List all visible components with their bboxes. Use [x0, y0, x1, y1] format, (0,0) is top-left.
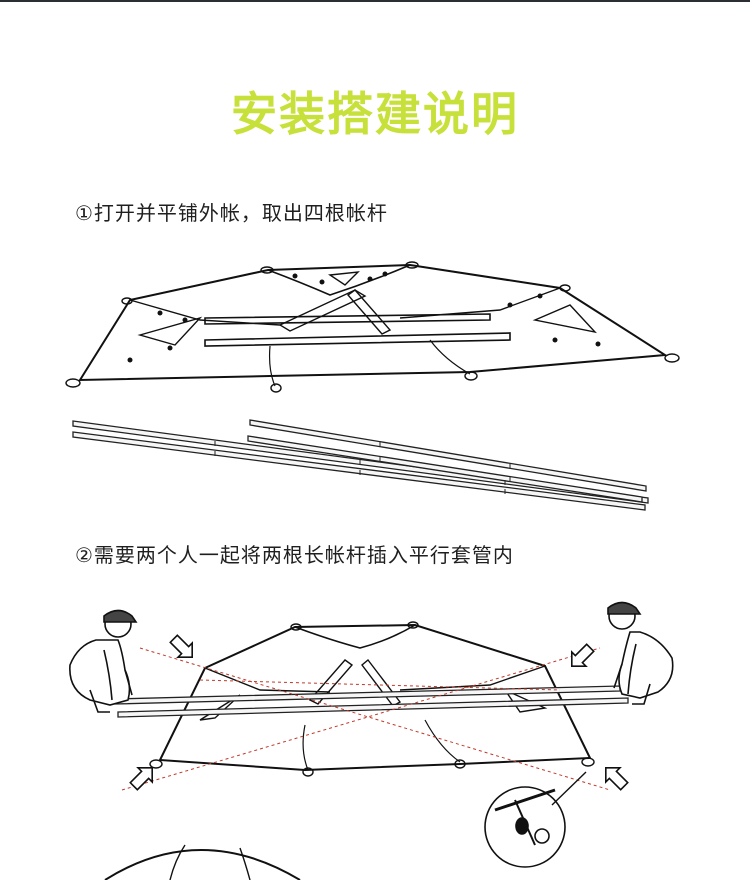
top-rule	[0, 0, 750, 2]
pole-joints	[214, 441, 511, 494]
person-crouching-icon	[69, 609, 138, 713]
step-2-instruction: ②需要两个人一起将两根长帐杆插入平行套管内	[75, 543, 514, 567]
dome-tent-partial-illustration	[104, 844, 301, 880]
person-crouching-icon	[607, 601, 674, 705]
guide-lines	[121, 647, 611, 791]
inserted-poles	[114, 685, 629, 718]
detail-callout-icon	[484, 771, 587, 868]
page-title: 安装搭建说明	[231, 87, 519, 141]
flysheet-flat-illustration	[65, 261, 680, 393]
arrow-icon	[129, 634, 629, 791]
clip-markers	[127, 271, 601, 363]
step-1-instruction: ①打开并平铺外帐，取出四根帐杆	[75, 201, 388, 225]
